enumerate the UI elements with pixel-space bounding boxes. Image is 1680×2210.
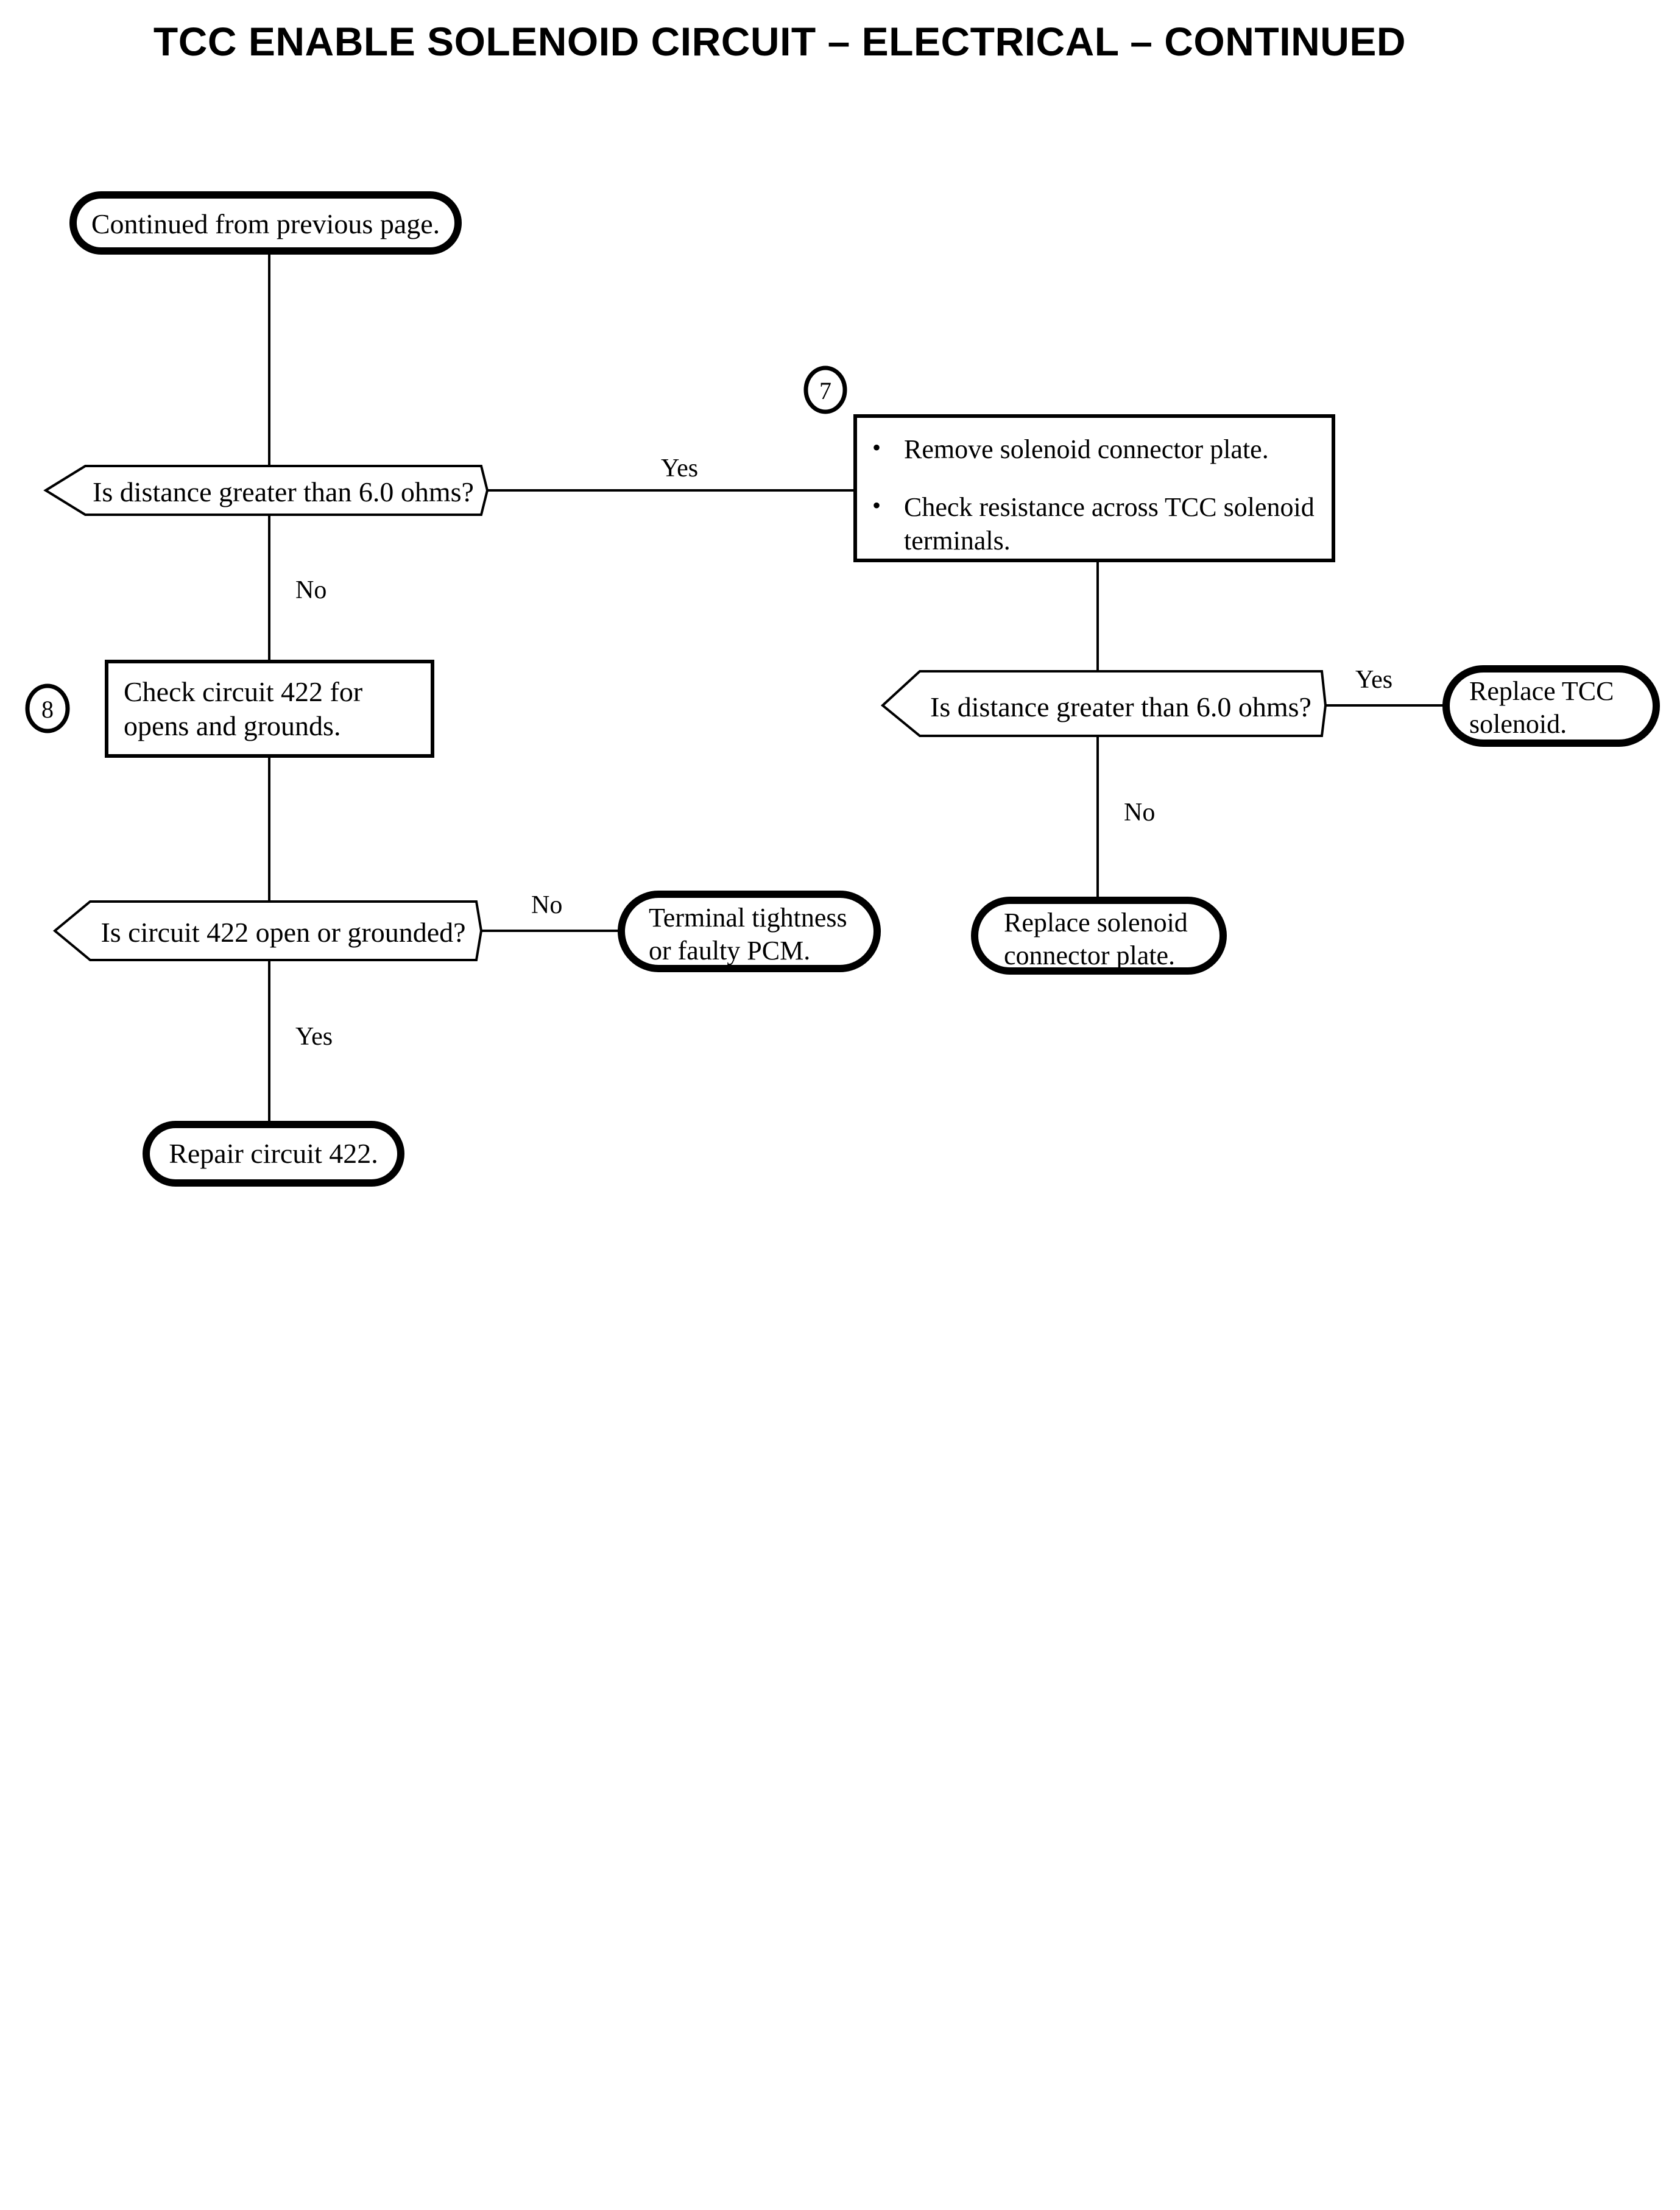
node-proc7-bullet-text-1: Remove solenoid connector plate. xyxy=(904,434,1269,464)
step-marker-8-circle xyxy=(25,683,70,733)
edge-label-dec1-no: No xyxy=(295,576,327,604)
node-replaceplate-label: Replace solenoid connector plate. xyxy=(1004,908,1188,970)
edge-label-dec2-yes: Yes xyxy=(1355,666,1393,694)
node-repair422-shape xyxy=(143,1121,404,1187)
bullet-point-icon: • xyxy=(872,492,881,519)
step-marker-7-circle xyxy=(803,365,847,414)
node-replaceplate-shape xyxy=(971,897,1227,975)
node-dec2-label: Is distance greater than 6.0 ohms? xyxy=(930,691,1311,722)
node-terminal-shape xyxy=(618,891,881,972)
node-dec3-shape xyxy=(52,900,483,961)
node-replacetcc-label: Replace TCC solenoid. xyxy=(1469,676,1614,739)
node-proc7-bullet-item-1: • Remove solenoid connector plate. xyxy=(872,432,1323,466)
node-proc7-bullet-list: • Remove solenoid connector plate. • Che… xyxy=(872,432,1323,557)
edge-label-dec3-no: No xyxy=(531,891,563,919)
step-marker-8-label: 8 xyxy=(41,696,54,723)
step-marker-7-label: 7 xyxy=(819,377,831,404)
node-proc7-shape xyxy=(853,414,1335,562)
page-title: TCC ENABLE SOLENOID CIRCUIT – ELECTRICAL… xyxy=(153,19,1406,64)
node-proc8-shape xyxy=(105,660,434,758)
edge-label-dec3-yes: Yes xyxy=(295,1023,333,1051)
node-proc7-bullet-item-2: • Check resistance across TCC solenoid t… xyxy=(872,490,1323,557)
node-dec2-shape xyxy=(880,670,1327,737)
node-proc7-bullet-text-2: Check resistance across TCC solenoid ter… xyxy=(904,492,1315,556)
edge-label-dec2-no: No xyxy=(1124,799,1156,827)
node-dec3-label: Is circuit 422 open or grounded? xyxy=(101,917,466,948)
node-dec1-label: Is distance greater than 6.0 ohms? xyxy=(93,476,474,507)
edge-label-dec1-yes: Yes xyxy=(661,454,699,482)
node-start-shape xyxy=(69,191,462,255)
node-proc8-label: Check circuit 422 for opens and grounds. xyxy=(124,676,363,742)
bullet-point-icon: • xyxy=(872,434,881,461)
node-terminal-label: Terminal tightness or faulty PCM. xyxy=(649,903,847,966)
node-repair422-label: Repair circuit 422. xyxy=(169,1138,378,1169)
node-replacetcc-shape xyxy=(1442,665,1660,747)
node-start-label: Continued from previous page. xyxy=(91,208,440,239)
node-dec1-shape xyxy=(43,465,489,516)
